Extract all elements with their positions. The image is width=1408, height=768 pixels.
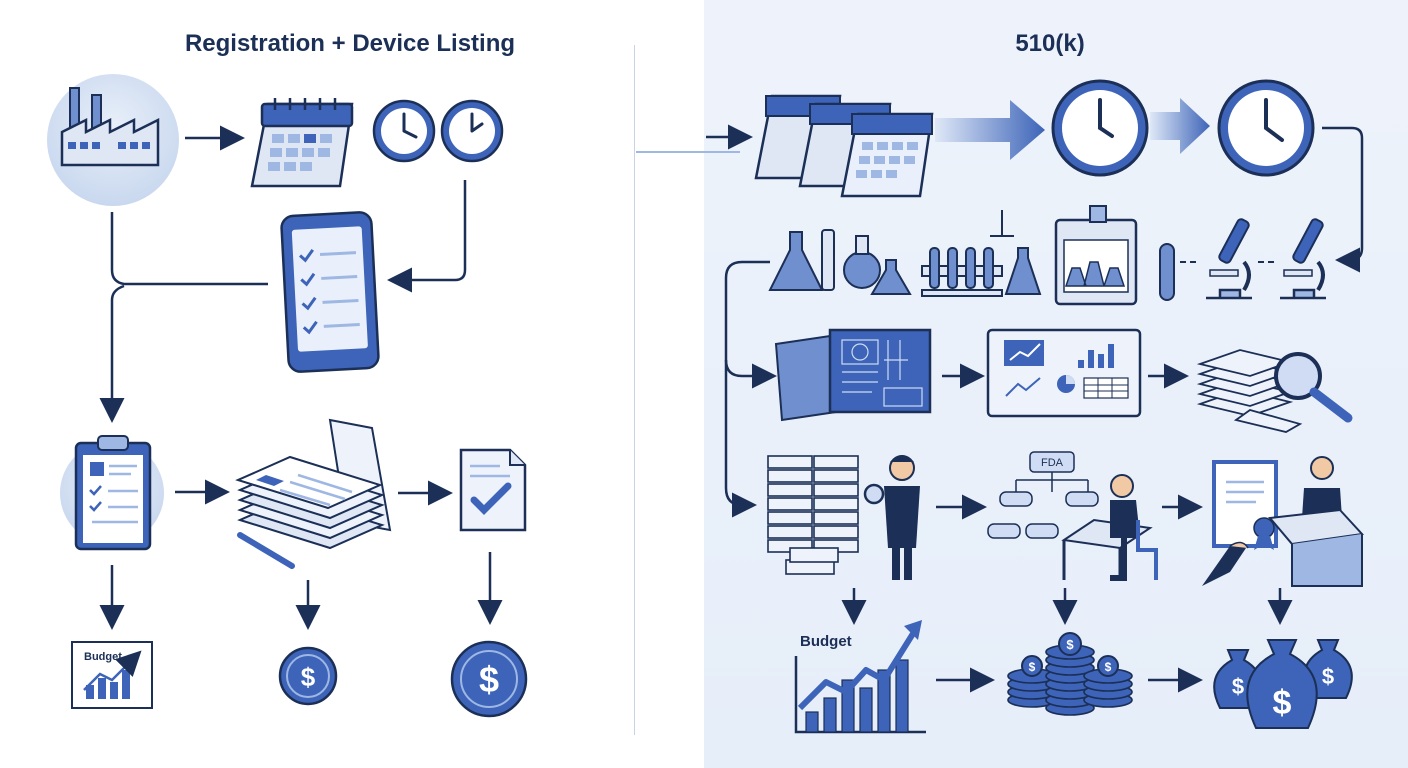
test-tube-rack-icon	[921, 210, 1042, 297]
left-panel-title: Registration + Device Listing	[184, 30, 516, 57]
tablet-checklist-icon	[280, 211, 380, 373]
budget-chart-icon: Budget	[71, 641, 153, 709]
dashboard-monitor-icon	[986, 328, 1142, 418]
fume-hood-icon	[1054, 205, 1138, 306]
blueprint-icon	[774, 328, 932, 422]
fda-reviewer-icon	[1061, 474, 1158, 581]
test-tube-icon	[1159, 243, 1274, 301]
calendar-stack-icon	[754, 94, 934, 198]
progress-arrow	[935, 100, 1045, 160]
calendar-icon	[250, 98, 354, 188]
dollar-sign: $	[1105, 660, 1112, 674]
dollar-sign: $	[1273, 684, 1292, 722]
approved-document-icon	[459, 448, 527, 532]
dollar-sign: $	[479, 659, 499, 700]
budget-growth-chart-icon: Budget	[794, 620, 926, 734]
dollar-sign: $	[1232, 674, 1244, 699]
panel-divider	[634, 45, 635, 735]
official-person-icon	[1268, 456, 1365, 587]
dollar-coin-icon: $	[450, 640, 528, 718]
clock-icon	[1051, 79, 1149, 177]
fda-org-chart-icon: FDA	[987, 451, 1099, 539]
dollar-sign: $	[1029, 660, 1036, 674]
lab-glassware-icon	[768, 229, 912, 295]
progress-arrow	[1150, 98, 1210, 154]
factory-icon	[47, 74, 179, 206]
budget-large-label: Budget	[800, 633, 852, 650]
dollar-sign: $	[1066, 637, 1074, 652]
dollar-sign: $	[301, 662, 316, 692]
documents-stack-icon	[767, 455, 859, 575]
money-bags-icon: $ $ $	[1213, 639, 1353, 729]
microscope-icon	[1206, 218, 1252, 300]
microscope-icon	[1280, 218, 1326, 300]
right-panel-title: 510(k)	[1015, 30, 1085, 57]
inspector-person-icon	[863, 455, 920, 580]
clock-icon	[372, 99, 436, 163]
clock-icon	[440, 99, 504, 163]
document-stack-icon	[235, 418, 392, 569]
dollar-sign: $	[1322, 664, 1334, 689]
coin-stacks-icon: $ $ $	[1007, 632, 1133, 716]
budget-small-label: Budget	[84, 651, 122, 663]
dollar-coin-icon: $	[278, 646, 338, 706]
certificate-award-icon	[1202, 460, 1278, 586]
clipboard-icon	[60, 435, 164, 551]
clock-icon	[1217, 79, 1315, 177]
document-review-icon	[1196, 349, 1353, 433]
fda-label: FDA	[1041, 457, 1064, 469]
